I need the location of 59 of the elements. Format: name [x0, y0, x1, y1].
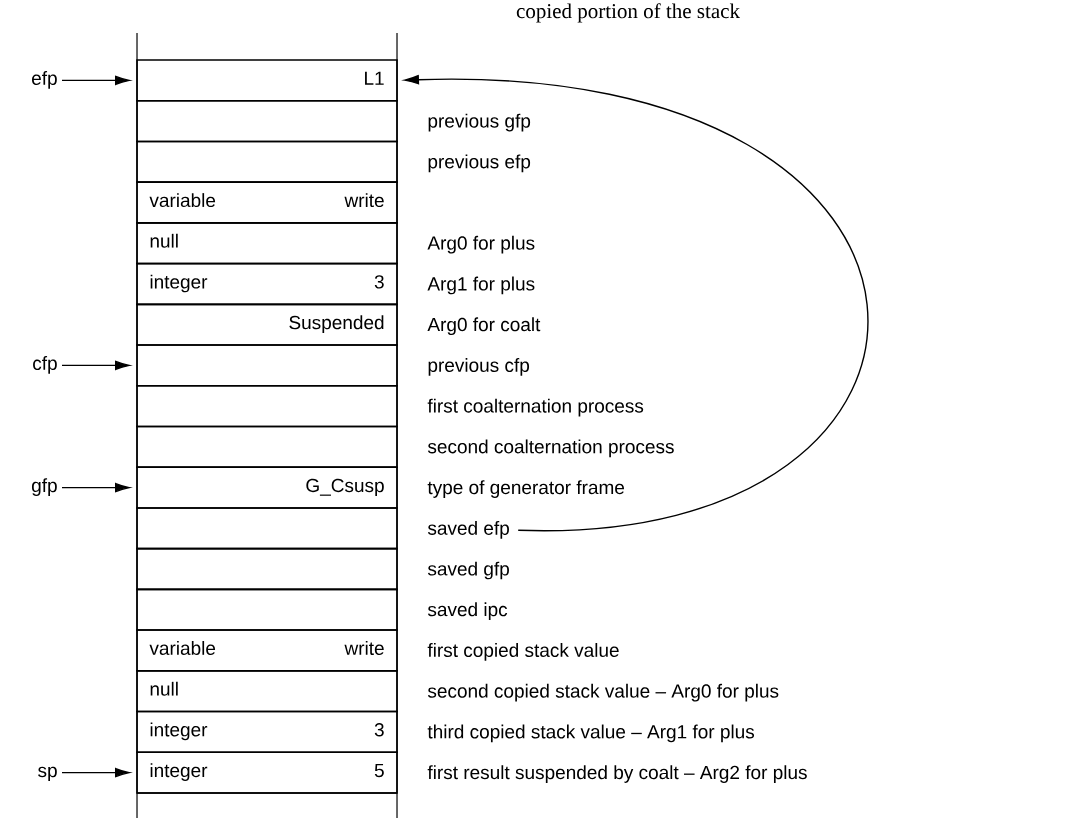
- arrow: [404, 75, 868, 531]
- stack-cell: [136, 222, 398, 265]
- cell-text: 3: [374, 275, 384, 289]
- description-text: Arg0 for coalt: [427, 317, 541, 336]
- cell-text: write: [344, 641, 384, 655]
- stack-cell: [136, 466, 398, 509]
- cell-text: 5: [374, 763, 384, 778]
- pointer-label: efp: [32, 71, 57, 89]
- description-text: first copied stack value: [427, 643, 619, 661]
- cell-text: null: [150, 681, 178, 696]
- description-text: saved gfp: [427, 561, 509, 580]
- description-text: saved efp: [427, 520, 509, 539]
- pointer-label: gfp: [32, 478, 57, 496]
- stack-cell: [136, 99, 398, 143]
- pointer-label: cfp: [33, 356, 57, 374]
- cell-text: integer: [150, 763, 208, 781]
- stack-cell: [136, 588, 398, 631]
- stack-cell: [136, 710, 398, 754]
- arrow: [61, 75, 130, 86]
- stack-cell: [136, 59, 398, 102]
- description-text: first result suspended by coalt – Arg2 for plus: [427, 765, 807, 783]
- cell-text: integer: [150, 722, 208, 741]
- stack-cell: [136, 181, 398, 224]
- description-text: third copied stack value – Arg1 for plus: [427, 724, 755, 743]
- description-text: Arg0 for plus: [427, 235, 535, 254]
- stack-cell: [136, 384, 398, 428]
- description-text: first coalternation process: [427, 398, 644, 417]
- description-text: previous cfp: [428, 358, 530, 376]
- pointer-label: sp: [38, 766, 57, 781]
- stack-cell: [136, 670, 398, 713]
- description-text: previous efp: [428, 154, 531, 173]
- cell-text: variable: [149, 193, 216, 208]
- cell-text: variable: [149, 641, 216, 655]
- cell-text: 3: [374, 723, 384, 737]
- stack-cell: [136, 547, 398, 591]
- description-text: type of generator frame: [427, 480, 625, 498]
- cell-text: L1: [365, 71, 384, 85]
- arrow: [61, 360, 130, 371]
- arrow: [61, 482, 130, 493]
- stack-cell: [136, 262, 398, 306]
- description-text: Arg1 for plus: [427, 276, 535, 295]
- cell-text: Suspended: [289, 315, 384, 334]
- cell-text: write: [344, 193, 384, 208]
- description-text: previous gfp: [428, 113, 531, 132]
- stack-cell: [136, 303, 398, 346]
- description-text: second copied stack value – Arg0 for plus: [427, 683, 779, 702]
- stack-cell: [136, 344, 398, 387]
- stack-cell: [136, 751, 398, 794]
- stack-cell: [136, 140, 398, 183]
- arrow: [61, 767, 130, 778]
- cell-text: integer: [150, 274, 208, 293]
- description-text: second coalternation process: [427, 439, 674, 458]
- stack-cell: [136, 507, 398, 550]
- stack-cell: [136, 629, 398, 672]
- cell-text: null: [150, 233, 178, 248]
- title: copied portion of the stack: [516, 3, 740, 23]
- description-text: saved ipc: [427, 602, 508, 621]
- cell-text: G_Csusp: [306, 478, 384, 496]
- stack-cell: [136, 425, 398, 468]
